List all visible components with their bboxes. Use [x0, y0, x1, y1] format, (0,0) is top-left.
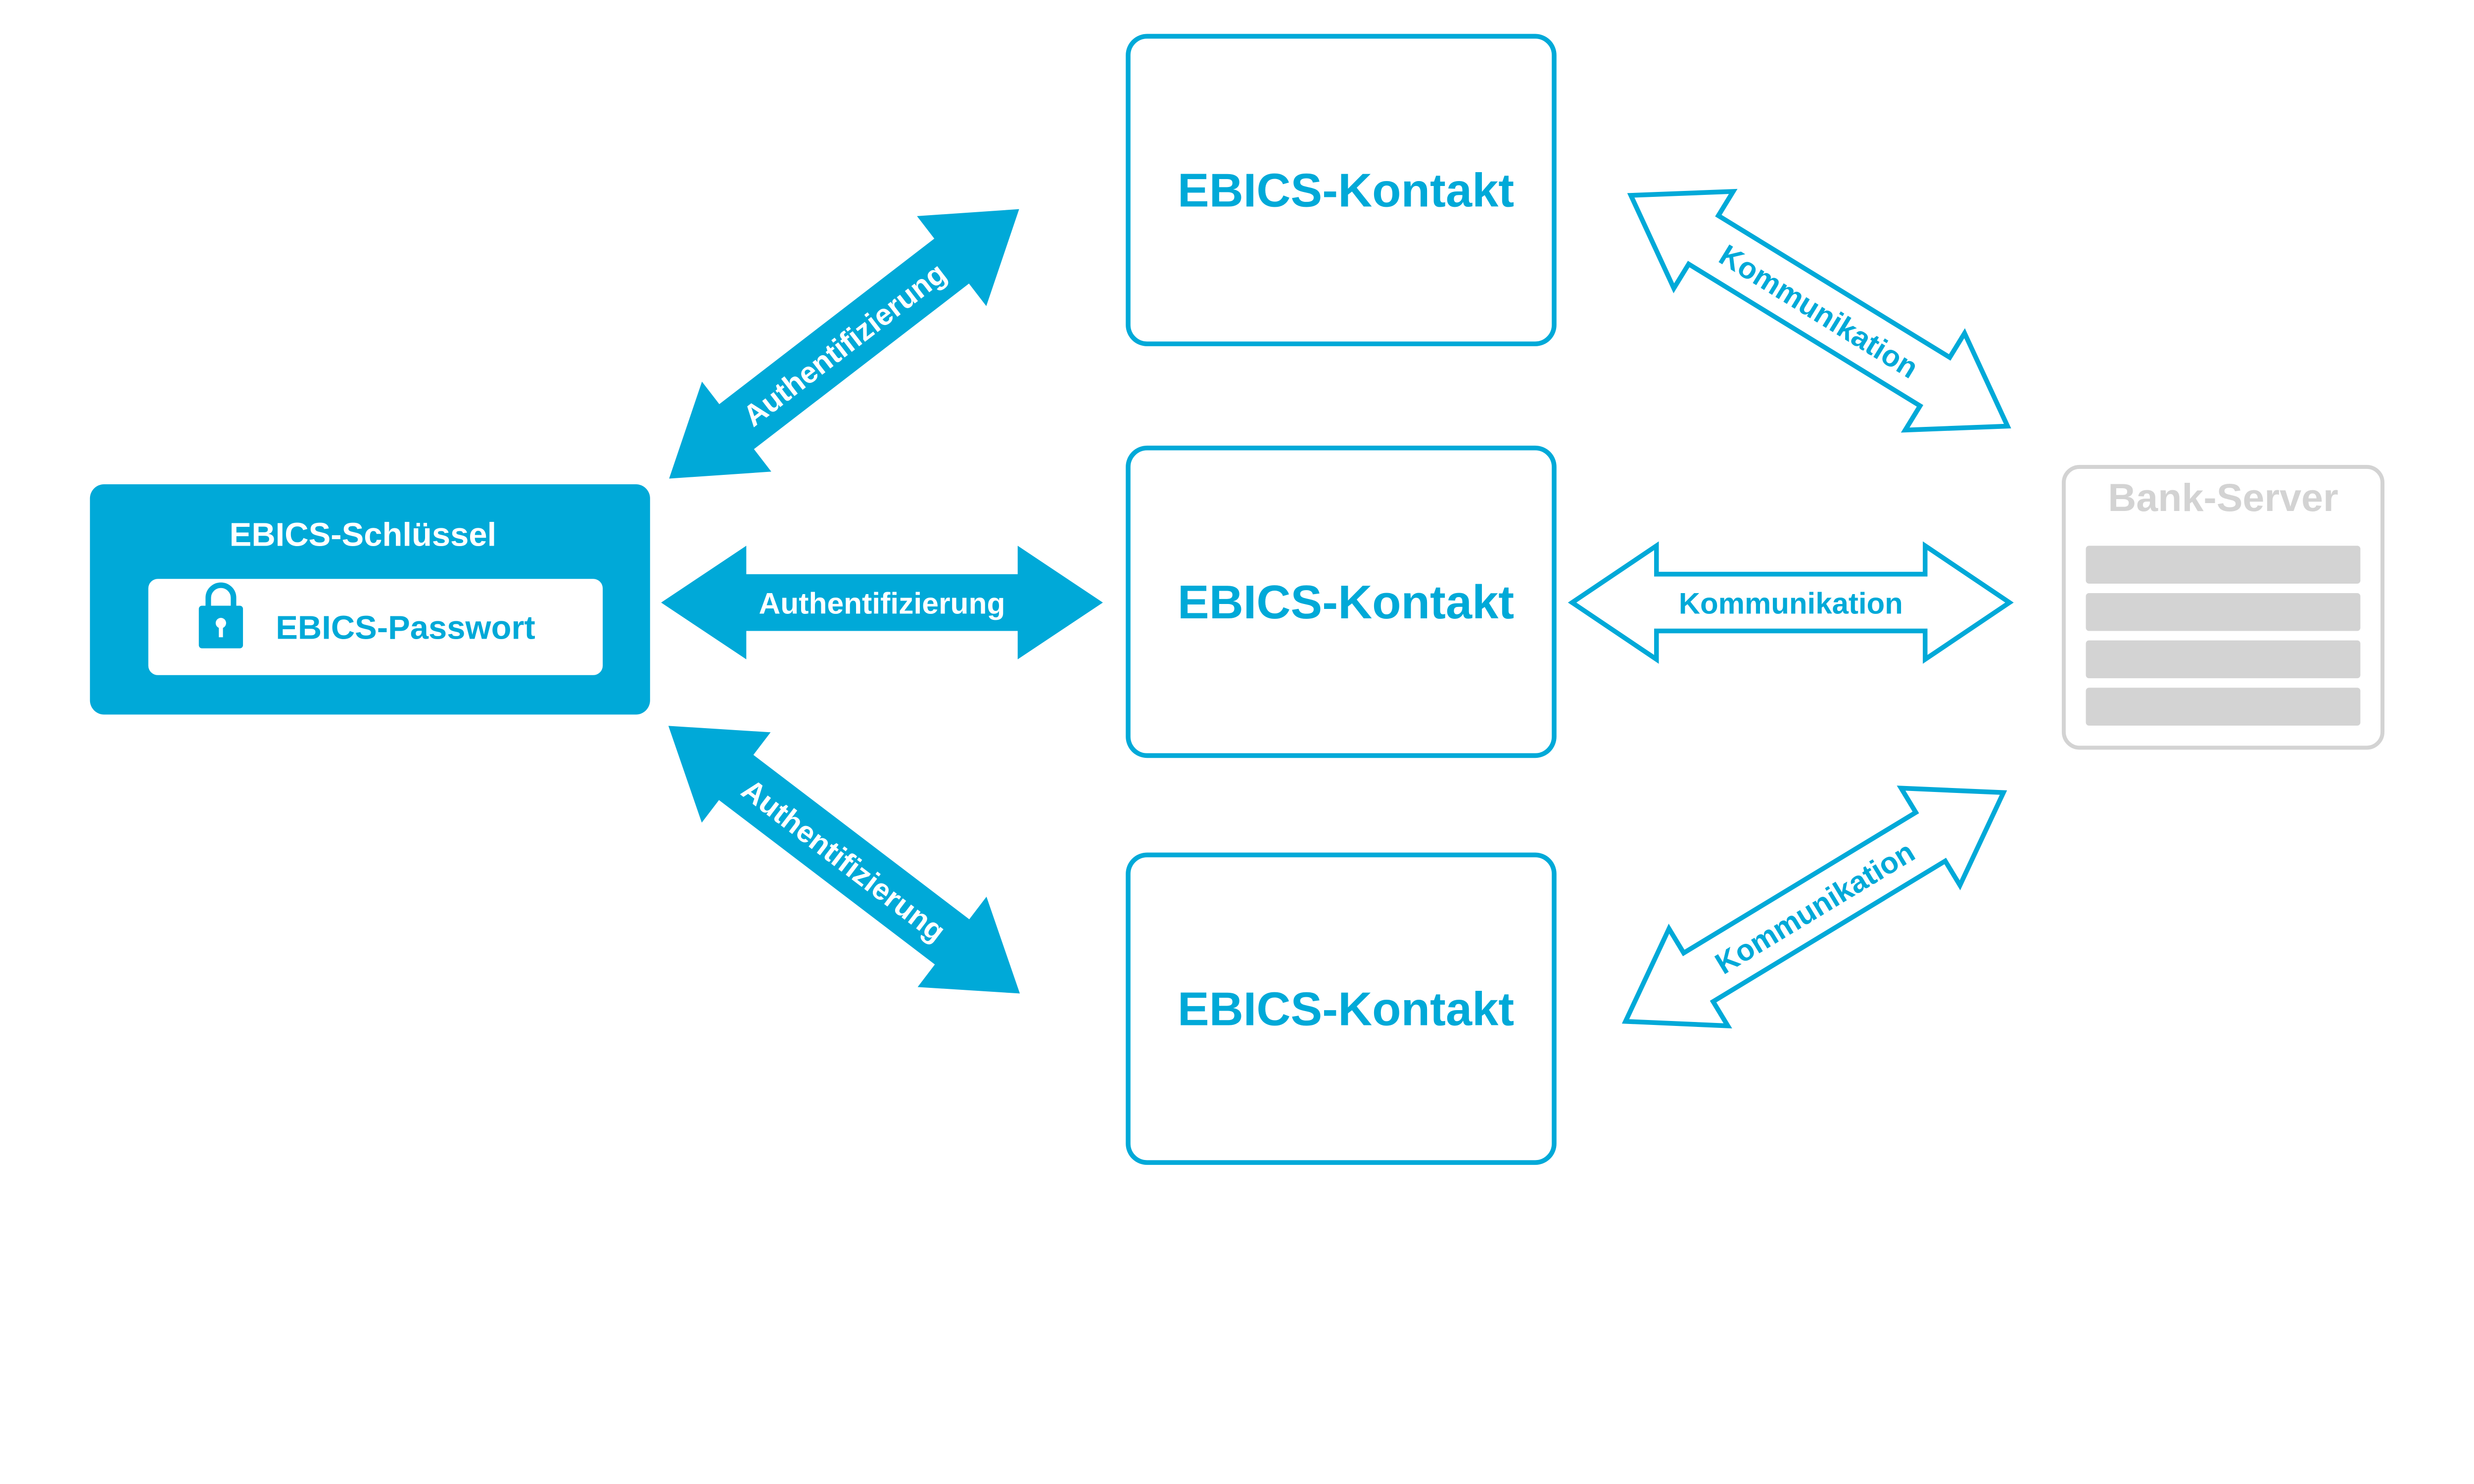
server-row	[2086, 593, 2361, 631]
ebics-contact-top[interactable]: EBICS-Kontakt	[1126, 34, 1557, 346]
comm-arrow-label: Kommunikation	[1713, 238, 1924, 385]
ebics-diagram: EBICS-Schlüssel EBICS-Passwort Authentif…	[90, 34, 2385, 1165]
password-box: EBICS-Passwort	[148, 579, 603, 675]
contact-label: EBICS-Kontakt	[1178, 576, 1514, 629]
password-box-background	[148, 579, 603, 675]
ebics-contact-bottom[interactable]: EBICS-Kontakt	[1126, 852, 1557, 1165]
auth-arrow-label: Authentifizierung	[759, 586, 1005, 620]
server-row	[2086, 546, 2361, 584]
contact-label: EBICS-Kontakt	[1178, 164, 1514, 217]
ebics-contact-middle[interactable]: EBICS-Kontakt	[1126, 445, 1557, 758]
lock-icon	[198, 582, 243, 649]
server-title: Bank-Server	[2108, 475, 2338, 519]
contact-label: EBICS-Kontakt	[1178, 983, 1514, 1036]
server-row	[2086, 688, 2361, 726]
key-title: EBICS-Schlüssel	[230, 516, 497, 553]
auth-arrow-middle: Authentifizierung	[661, 546, 1103, 659]
server-row	[2086, 640, 2361, 679]
password-label: EBICS-Passwort	[276, 609, 535, 646]
auth-arrow-bottom: Authentifizierung	[634, 681, 1054, 1039]
bank-server	[2061, 464, 2385, 750]
comm-arrow-bottom: Kommunikation	[1596, 744, 2033, 1070]
comm-arrow-middle: Kommunikation	[1572, 546, 2009, 659]
comm-arrow-label: Kommunikation	[1679, 586, 1903, 620]
diagram-stage: EBICS-Schlüssel EBICS-Passwort Authentif…	[90, 34, 2385, 1165]
comm-arrow-label: Kommunikation	[1709, 835, 1920, 980]
auth-arrow-label: Authentifizierung	[736, 772, 952, 948]
ebics-key-box: EBICS-Schlüssel EBICS-Passwort	[90, 484, 650, 715]
auth-arrow-label: Authentifizierung	[737, 256, 952, 433]
auth-arrow-top: Authentifizierung	[634, 164, 1054, 524]
comm-arrow-top: Kommunikation	[1601, 147, 2037, 474]
